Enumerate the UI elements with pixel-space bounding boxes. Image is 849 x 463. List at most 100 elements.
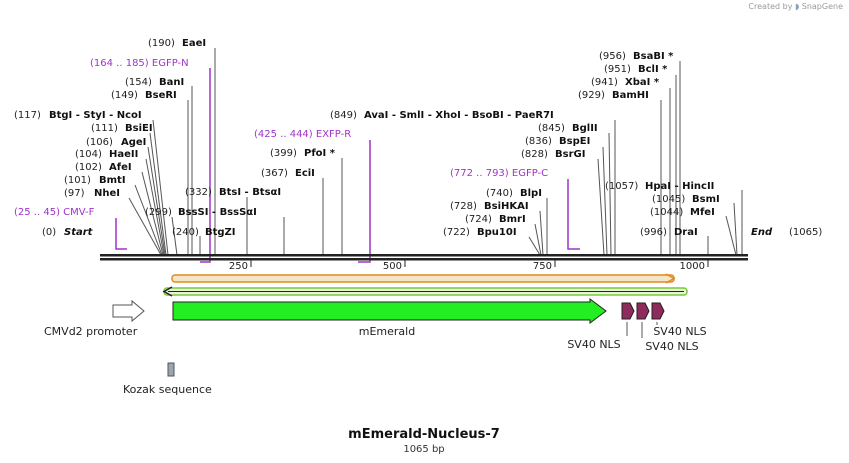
site-name-bsssi: BssSI - BssSαI [178,207,257,218]
site-labels: (190) EaeI (154) BanI (149) BseRI (117) … [14,38,720,238]
start-label: Start [64,227,94,238]
site-name-btsi: BtsI - BtsαI [219,187,281,198]
site-pos-bseri: (149) [111,90,138,101]
site-line-afei [141,171,164,256]
site-line-ncoi [152,119,169,256]
end-pos: (1065) [789,227,822,238]
orf-forward [171,274,675,283]
sequence-backbone: 250 500 750 1000 [100,254,748,272]
site-pos-bsabi: (956) [599,51,626,62]
site-pos-ecii: (367) [261,168,288,179]
site-line-bsmi [733,202,738,256]
site-name-drai: DraI [674,227,698,238]
site-name-bsmi: BsmI [692,194,720,205]
primer-label-cmv-f: (25 .. 45) CMV-F [14,207,95,218]
feature-cmvd2-promoter [112,299,145,323]
site-name-btgzi: BtgZI [205,227,236,238]
feature-label-sv40-nls-1: SV40 NLS [567,338,620,351]
site-name-xhoi: AvaI - SmlI - XhoI - BsoBI - PaeR7I [364,110,554,121]
feature-kozak [167,362,175,377]
ruler-label-750: 750 [533,261,552,272]
site-name-nhei: NheI [94,188,120,199]
site-pos-bsrgi: (828) [521,149,548,160]
primer-labels: (164 .. 185) EGFP-N (425 .. 444) EXFP-R … [14,58,548,218]
site-pos-pfoi: (399) [270,148,297,159]
site-line-mfei [725,215,737,256]
feature-label-cmvd2: CMVd2 promoter [44,325,138,338]
site-name-bamhi: BamHI [612,90,649,101]
site-name-hpai: HpaI - HincII [645,181,714,192]
orf-forward-arrow-icon [665,273,676,284]
site-line-bsrgi [597,158,605,256]
site-pos-xhoi: (849) [330,110,357,121]
site-pos-agei: (106) [86,137,113,148]
site-pos-bani: (154) [125,77,152,88]
site-pos-btgi: (117) [14,110,41,121]
site-name-bsabi: BsaBI * [633,51,674,62]
site-line-agei [147,146,166,256]
site-line-bpu10i [528,236,541,256]
primer-egfp-c [567,179,580,250]
start-pos: (0) [42,227,56,238]
site-pos-nhei: (97) [64,188,85,199]
site-pos-blpi: (740) [486,188,513,199]
site-line-bsihkai [539,210,544,256]
site-name-bmri: BmrI [499,214,526,225]
backbone-top-strand [100,254,748,257]
backbone-bottom-strand [100,258,748,261]
brand-prefix: Created by [748,2,793,11]
primer-label-egfp-n: (164 .. 185) EGFP-N [90,58,189,69]
site-pos-bmti: (101) [64,175,91,186]
site-name-ecii: EciI [295,168,315,179]
ruler-label-500: 500 [383,261,402,272]
feature-memerald [172,298,607,324]
feature-label-memerald: mEmerald [359,325,415,338]
site-pos-afei: (102) [75,162,102,173]
site-pos-bsihkai: (728) [450,201,477,212]
snapgene-watermark: Created by ◗ SnapGene [748,2,843,11]
site-name-bani: BanI [159,77,184,88]
site-line-bmti [134,184,163,256]
feature-label-kozak: Kozak sequence [123,383,212,396]
ruler-label-1000: 1000 [680,261,705,272]
site-line-bsssi [171,216,178,256]
site-name-pfoi: PfoI * [304,148,336,159]
primer-lines [115,68,580,263]
site-pos-bglii: (845) [538,123,565,134]
site-pos-bmri: (724) [465,214,492,225]
site-name-xbai: XbaI * [625,77,660,88]
site-line-nhei [128,197,162,256]
site-name-bseri: BseRI [145,90,177,101]
orf-reverse-arrow-icon [162,286,173,297]
site-name-bglii: BglII [572,123,598,134]
site-name-bsihkai: BsiHKAI [484,201,529,212]
features: CMVd2 promoter mEmerald SV40 NLS SV40 NL… [44,298,707,396]
site-pos-bsiei: (111) [91,123,118,134]
site-name-bmti: BmtI [99,175,126,186]
site-pos-bpu10i: (722) [443,227,470,238]
site-pos-btsi: (332) [185,187,212,198]
feature-label-sv40-nls-2: SV40 NLS [645,340,698,353]
site-name-bcli: BclI * [638,64,668,75]
snapgene-logo-icon: ◗ [794,2,800,11]
site-name-eaei: EaeI [182,38,206,49]
sequence-ends: (0) Start End (1065) [42,227,822,238]
feature-sv40-nls-1 [621,302,635,320]
site-pos-haeii: (104) [75,149,102,160]
site-pos-bsmi: (1045) [652,194,685,205]
site-pos-drai: (996) [640,227,667,238]
site-line-bsiei [149,132,167,256]
feature-label-sv40-nls-3: SV40 NLS [653,325,706,338]
site-name-bspei: BspEI [559,136,590,147]
site-pos-bsssi: (299) [145,207,172,218]
primer-label-egfp-c: (772 .. 793) EGFP-C [450,168,548,179]
end-label: End [751,227,773,238]
site-line-bspei [602,146,608,256]
site-line-bmri [534,223,542,256]
plasmid-title: mEmerald-Nucleus-7 [348,427,500,442]
site-name-haeii: HaeII [109,149,138,160]
ruler-label-250: 250 [229,261,248,272]
site-lines [128,48,743,256]
site-name-afei: AfeI [109,162,132,173]
